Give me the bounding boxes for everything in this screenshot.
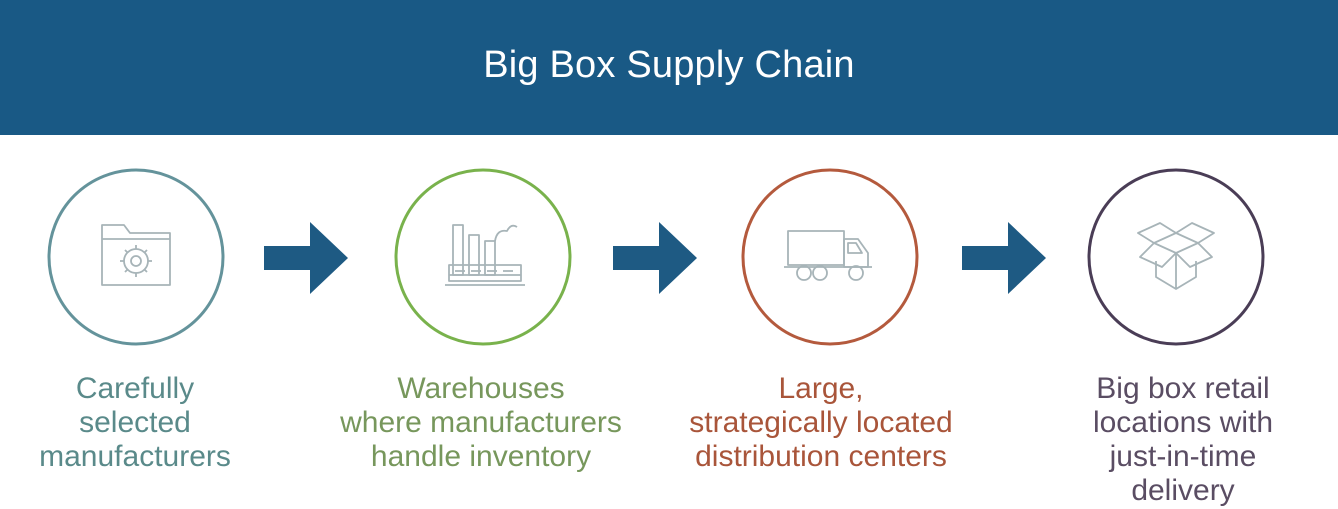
step-manufacturers [46,167,226,347]
folder-gear-icon [47,168,225,346]
step-retail-locations [1086,167,1266,347]
open-box-icon [1087,168,1265,346]
step-label-manufacturers: Carefully selected manufacturers [39,372,231,473]
step-distribution-centers [740,167,920,347]
arrow-right-icon [264,222,348,294]
header-banner: Big Box Supply Chain [0,0,1338,135]
diagram-title: Big Box Supply Chain [483,44,855,86]
arrow-right-icon [613,222,697,294]
factory-icon [394,168,572,346]
arrow-right-icon [962,222,1046,294]
step-label-distribution-centers: Large, strategically located distributio… [689,372,953,473]
step-label-warehouses: Warehouses where manufacturers handle in… [340,372,622,473]
truck-icon [741,168,919,346]
step-label-retail-locations: Big box retail locations with just-in-ti… [1092,372,1274,507]
step-warehouses [393,167,573,347]
